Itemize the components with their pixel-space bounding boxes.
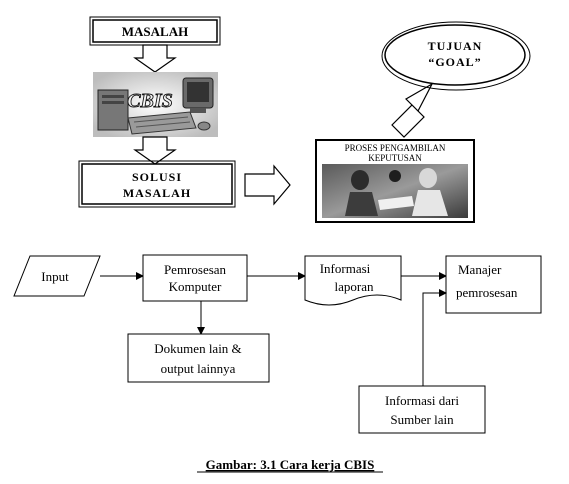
goal-ellipse: TUJUAN “GOAL” [381, 21, 531, 91]
documents-label-line1: Dokumen lain & [154, 341, 241, 356]
figure-caption: Gambar: 3.1 Cara kerja CBIS [206, 457, 375, 472]
information-label-line1: Informasi [320, 261, 371, 276]
solution-box: SOLUSI MASALAH [78, 160, 236, 208]
computer-label: CBIS [127, 90, 173, 112]
mouse-icon [197, 121, 211, 131]
processing-node: Pemrosesan Komputer [142, 254, 248, 302]
information-label-line2: laporan [335, 279, 374, 294]
other-sources-node: Informasi dari Sumber lain [358, 385, 486, 434]
input-label: Input [41, 269, 69, 284]
solution-label-line2: MASALAH [123, 186, 191, 200]
right-arrow-icon [244, 164, 291, 206]
down-arrow-icon [133, 136, 177, 165]
other-sources-label-line1: Informasi dari [385, 393, 459, 408]
problem-label: MASALAH [122, 24, 188, 39]
meeting-photo [322, 164, 468, 218]
decision-process-line2: KEPUTUSAN [368, 153, 422, 163]
input-node: Input [13, 255, 101, 297]
decision-process-line1: PROSES PENGAMBILAN [345, 143, 446, 153]
information-report-node: Informasi laporan [304, 255, 402, 306]
manager-label-line1: Manajer [458, 262, 502, 277]
documents-label-line2: output lainnya [161, 361, 236, 376]
up-right-arrow-icon [391, 82, 434, 138]
computer-image: CBIS [93, 72, 218, 137]
goal-label-line1: TUJUAN [428, 39, 483, 53]
processing-label-line1: Pemrosesan [164, 262, 227, 277]
flow-arrow [422, 289, 447, 386]
goal-label-line2: “GOAL” [428, 55, 481, 69]
other-documents-node: Dokumen lain & output lainnya [127, 333, 270, 383]
solution-label-line1: SOLUSI [132, 170, 182, 184]
manager-label-line2: pemrosesan [456, 285, 518, 300]
problem-box: MASALAH [89, 16, 221, 46]
processing-label-line2: Komputer [169, 279, 222, 294]
manager-node: Manajer pemrosesan [445, 255, 542, 314]
down-arrow-icon [133, 44, 177, 73]
decision-process-box: PROSES PENGAMBILAN KEPUTUSAN [315, 139, 475, 223]
other-sources-label-line2: Sumber lain [390, 412, 454, 427]
